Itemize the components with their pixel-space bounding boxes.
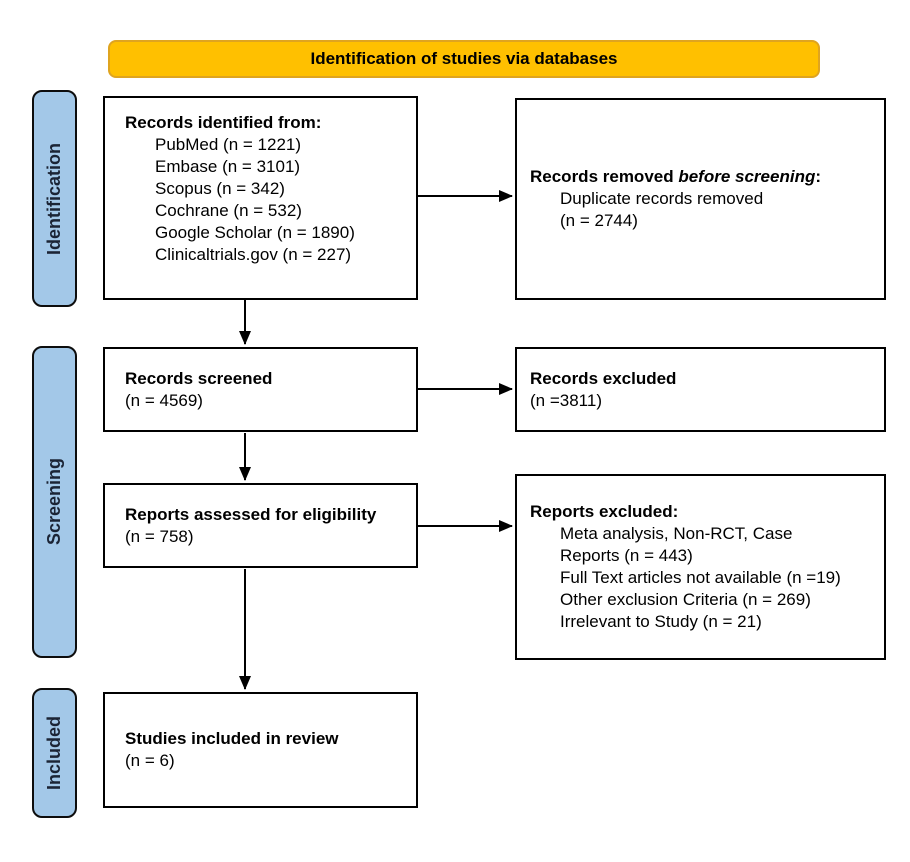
box-studies-included: Studies included in review (n = 6) [103,692,418,808]
box-reports-assessed: Reports assessed for eligibility (n = 75… [103,483,418,568]
records-removed-heading: Records removed before screening: [530,166,858,188]
stage-included-label: Included [44,715,64,790]
records-removed-heading-italic: before screening [678,167,816,186]
records-excluded-count: (n =3811) [530,390,602,410]
stage-identification: Identification [32,90,77,307]
records-removed-item: Duplicate records removed [560,189,764,208]
reports-excluded-item: Meta analysis, Non-RCT, Case Reports (n … [560,524,793,565]
records-identified-item: Embase (n = 3101) [155,157,301,176]
reports-excluded-heading: Reports excluded: [530,502,679,521]
records-identified-item: Clinicaltrials.gov (n = 227) [155,245,352,264]
studies-included-heading: Studies included in review [125,729,339,748]
studies-included-count: (n = 6) [125,751,175,770]
records-excluded-heading: Records excluded [530,368,677,388]
records-screened-count: (n = 4569) [125,390,203,410]
box-records-screened: Records screened (n = 4569) [103,347,418,432]
records-screened-heading: Records screened [125,368,273,388]
records-removed-heading-suffix: : [815,167,822,186]
records-removed-item: (n = 2744) [560,211,638,230]
reports-assessed-heading: Reports assessed for eligibility [125,504,377,524]
reports-excluded-item: Full Text articles not available (n =19) [560,568,841,587]
box-records-identified: Records identified from: PubMed (n = 122… [103,96,418,300]
reports-excluded-item: Other exclusion Criteria (n = 269) [560,590,811,609]
reports-assessed-count: (n = 758) [125,526,194,546]
stage-included: Included [32,688,77,818]
box-reports-excluded: Reports excluded: Meta analysis, Non-RCT… [515,474,886,660]
records-identified-heading: Records identified from: [125,113,322,132]
banner-identification-via-databases: Identification of studies via databases [108,40,820,78]
banner-label: Identification of studies via databases [310,49,618,68]
records-removed-heading-prefix: Records removed [530,167,679,186]
stage-screening-label: Screening [44,458,64,546]
records-identified-item: Google Scholar (n = 1890) [155,223,355,242]
reports-excluded-item: Irrelevant to Study (n = 21) [560,612,762,631]
records-identified-item: Scopus (n = 342) [155,179,285,198]
stage-identification-label: Identification [44,142,64,255]
box-records-excluded: Records excluded (n =3811) [515,347,886,432]
box-records-removed-before-screening: Records removed before screening: Duplic… [515,98,886,300]
records-identified-item: PubMed (n = 1221) [155,135,302,154]
stage-screening: Screening [32,346,77,658]
records-identified-item: Cochrane (n = 532) [155,201,302,220]
